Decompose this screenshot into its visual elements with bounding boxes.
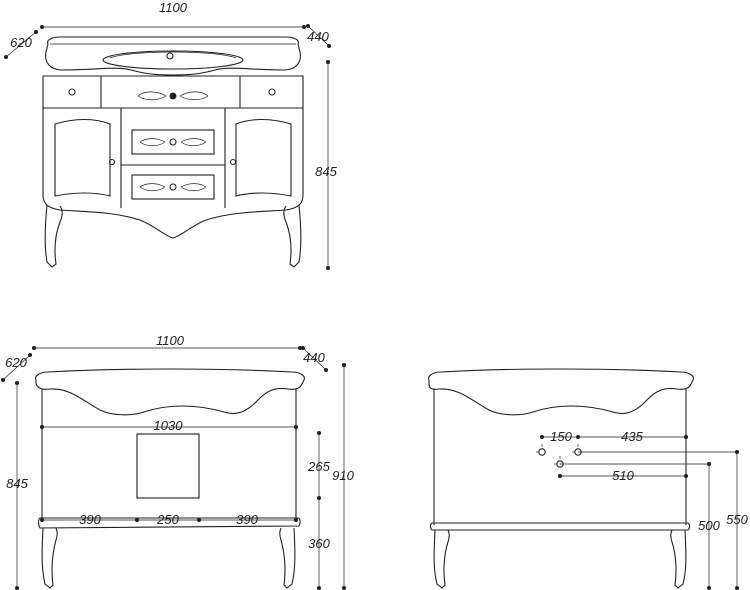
side-dim-500: 500	[560, 462, 721, 590]
side-dim-500-label: 500	[698, 518, 720, 533]
side-dim-510: 510	[558, 468, 688, 483]
rear-bottom-rail	[37, 517, 301, 529]
ornament-handle-icon	[137, 91, 209, 101]
rear-depth-left-dimension: 620	[1, 353, 32, 382]
faucet-hole-icon	[166, 52, 174, 60]
water-inlet-left	[536, 444, 546, 456]
front-height-label: 845	[315, 164, 337, 179]
rear-depth-right-label: 440	[303, 350, 325, 365]
front-view: 1100 620 440 845	[4, 0, 338, 270]
rear-height-left-dimension: 845	[6, 381, 29, 590]
drawer-knob-icon	[68, 88, 76, 96]
side-bottom-rail	[429, 522, 691, 531]
rear-lower-dim-label: 360	[308, 536, 330, 551]
ornament-handle-icon	[139, 183, 207, 192]
rear-height-total-dimension: 910	[332, 363, 355, 590]
connection-view: 150 435 510 500 550	[428, 368, 749, 590]
side-left-leg	[433, 529, 450, 589]
rear-width-label: 1100	[156, 333, 185, 348]
side-dim-510-label: 510	[612, 468, 634, 483]
side-dim-435-label: 435	[621, 429, 643, 444]
rear-seg-right-label: 390	[236, 512, 258, 527]
side-dim-550-label: 550	[726, 512, 748, 527]
rear-height-total-label: 910	[332, 468, 354, 483]
front-right-leg	[283, 204, 302, 268]
rear-depth-left-label: 620	[5, 355, 27, 370]
rear-countertop	[35, 368, 305, 416]
front-cabinet-body	[42, 75, 304, 239]
left-door-panel	[54, 118, 111, 197]
rear-segment-dimensions: 390 250 390	[40, 512, 298, 527]
front-height-dimension: 845	[315, 60, 338, 270]
front-depth-left-label: 620	[10, 35, 32, 50]
center-drawer-lower	[131, 174, 215, 200]
front-depth-left-dimension: 620	[4, 30, 38, 59]
front-depth-right-label: 440	[307, 29, 329, 44]
rear-height-left-label: 845	[6, 476, 28, 491]
side-dim-550: 550	[578, 450, 749, 590]
drain-outlet	[554, 456, 564, 468]
front-width-dimension: 1100	[40, 0, 306, 29]
door-knob-icon	[229, 158, 237, 166]
rear-upper-dim-label: 265	[307, 459, 330, 474]
center-drawer-upper	[131, 129, 215, 155]
side-top-dimensions: 150 435	[540, 429, 688, 444]
rear-inner-width-dimension: 1030	[40, 418, 298, 433]
front-countertop	[45, 36, 301, 76]
rear-right-leg	[279, 527, 296, 589]
rear-width-dimension: 1100	[32, 333, 302, 350]
ornament-handle-icon	[139, 138, 207, 147]
front-left-leg	[44, 204, 63, 268]
side-countertop	[428, 368, 694, 416]
front-depth-right-dimension: 440	[306, 24, 331, 48]
front-width-label: 1100	[159, 0, 188, 15]
rear-inner-width-label: 1030	[154, 418, 184, 433]
drawer-knob-icon	[268, 88, 276, 96]
water-inlet-right	[572, 444, 582, 456]
door-knob-icon	[108, 158, 116, 166]
right-door-panel	[235, 118, 292, 197]
rear-view: 1100 620 440 845 910	[1, 333, 355, 590]
rear-left-leg	[41, 527, 58, 589]
rear-depth-right-dimension: 440	[301, 346, 328, 372]
pipe-opening-hatched	[136, 433, 200, 499]
rear-seg-center-label: 250	[156, 512, 179, 527]
side-dim-150-label: 150	[550, 429, 572, 444]
rear-seg-left-label: 390	[79, 512, 101, 527]
rear-vertical-dimensions: 265 360	[307, 431, 331, 590]
front-basin	[102, 50, 244, 70]
side-right-leg	[670, 529, 687, 589]
